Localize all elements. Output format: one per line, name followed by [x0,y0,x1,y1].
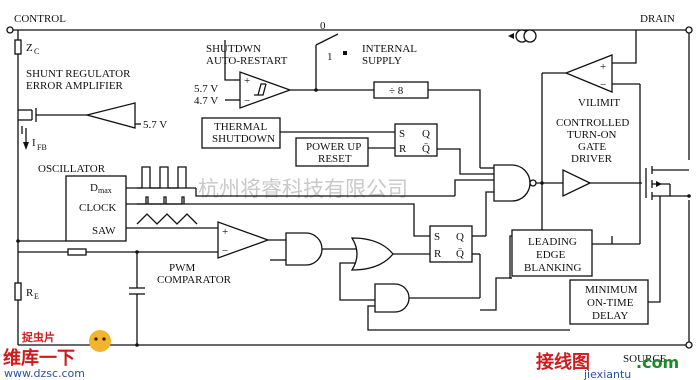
thermal-shutdown-block: THERMAL SHUTDOWN [201,117,395,149]
svg-text:R: R [399,143,407,155]
error-amplifier: 5.7 V [18,102,167,134]
oscillator-block: D max CLOCK SAW [18,175,127,242]
svg-text:Q: Q [422,128,430,140]
svg-text:SAW: SAW [92,225,116,237]
svg-text:POWER UP: POWER UP [306,141,361,153]
svg-text:BLANKING: BLANKING [524,262,581,274]
saw-waveform [136,213,198,225]
watermark-company: 杭州将睿科技有限公司 [198,177,408,201]
svg-text:max: max [98,186,112,195]
svg-text:R: R [26,287,34,299]
svg-text:Q̄: Q̄ [456,248,464,260]
svg-text:5.7 V: 5.7 V [143,119,167,131]
hysteresis-comparator: + − [224,40,374,109]
v47-label: 4.7 V [194,95,218,107]
drain-rail [340,26,693,160]
svg-text:ON-TIME: ON-TIME [587,297,634,309]
divide-by-8-block: ÷ 8 [373,81,481,160]
svg-text:E: E [34,292,39,301]
svg-text:LEADING: LEADING [528,236,577,248]
svg-text:S: S [434,231,440,243]
supply-switch: 0 1 [314,20,347,92]
capacitor [129,252,145,345]
power-up-reset-block: POWER UP RESET [295,137,395,167]
svg-text:CLOCK: CLOCK [79,202,116,214]
internal-supply-2: SUPPLY [362,55,402,67]
ff-q-to-nand [485,191,494,236]
svg-text:+: + [244,75,250,87]
svg-text:Q: Q [456,231,464,243]
svg-text:C: C [34,47,39,56]
svg-text:MINIMUM: MINIMUM [585,284,638,296]
pwm-label-2: COMPARATOR [157,274,232,286]
jiexiantu-logo-watermark: 接线图 .com jiexiantu [536,351,679,380]
zc-element: Z C [14,39,39,56]
and-gate-min-on [367,283,570,331]
power-mosfet [611,84,689,245]
svg-text:0: 0 [320,20,326,32]
svg-text:D: D [90,182,98,194]
shutdown-label-1: SHUTDWN [206,43,261,55]
svg-text:jiexiantu: jiexiantu [583,368,631,380]
gate-driver-label-2: TURN-ON [567,129,617,141]
clock-waveform [137,196,185,205]
re-resistor: R E [14,282,39,301]
control-label: CONTROL [14,13,66,25]
current-source-icon [508,29,537,43]
sr-flipflop-pwm: S R Q Q̄ [429,225,486,263]
gate-driver-label-3: GATE [578,141,606,153]
gate-driver-buffer [562,168,642,198]
dzsc-logo-watermark: 捉虫片 维库一下 www.dzsc.com [3,330,111,380]
svg-text:THERMAL: THERMAL [214,121,267,133]
sr-flipflop-shutdown: S R Q Q̄ [394,123,494,175]
shutdown-label-2: AUTO-RESTART [206,55,288,67]
dmax-waveform [137,166,187,189]
leading-edge-blanking-block: LEADING EDGE BLANKING [480,229,612,311]
svg-text:SHUTDOWN: SHUTDOWN [212,133,275,145]
svg-text:EDGE: EDGE [536,249,566,261]
svg-text:S: S [399,128,405,140]
pwm-comparator: + − [126,221,286,259]
svg-text:÷ 8: ÷ 8 [389,85,404,97]
gate-driver-label-1: CONTROLLED [556,117,629,129]
svg-text:FB: FB [37,143,47,152]
v57-label: 5.7 V [194,83,218,95]
svg-text:I: I [32,137,36,149]
source-label: SOURCE [623,353,667,365]
svg-text:RESET: RESET [318,153,352,165]
svg-text:Q̄: Q̄ [422,143,430,155]
svg-text:DELAY: DELAY [592,310,628,322]
shunt-label-1: SHUNT REGULATOR [26,68,131,80]
source-rail [18,200,693,349]
minimum-on-time-delay-block: MINIMUM ON-TIME DELAY [569,196,661,325]
svg-text:−: − [600,79,606,91]
shunt-label-2: ERROR AMPLIFIER [26,80,124,92]
svg-text:+: + [222,226,228,238]
pwm-label-1: PWM [169,262,196,274]
svg-text:−: − [244,95,250,107]
gate-driver-label-4: DRIVER [571,153,613,165]
vilimit-label: VILIMIT [578,97,620,109]
ifb-arrow: I FB [23,128,47,152]
svg-text:1: 1 [327,51,333,63]
and-gate-pwm [270,232,356,266]
svg-text:.com: .com [636,353,679,372]
drain-label: DRAIN [640,13,675,25]
clock-line [126,203,430,237]
svg-text:www.dzsc.com: www.dzsc.com [4,367,85,380]
svg-text:捉虫片: 捉虫片 [22,330,55,344]
oscillator-label: OSCILLATOR [38,163,106,175]
svg-text:维库一下: 维库一下 [3,347,75,369]
svg-text:R: R [434,248,442,260]
svg-text:接线图: 接线图 [536,351,590,373]
saw-resistor [18,248,218,256]
svg-text:+: + [600,61,606,73]
svg-text:Z: Z [26,42,33,54]
svg-text:−: − [222,245,228,257]
internal-supply-1: INTERNAL [362,43,417,55]
or-gate [339,237,430,301]
nand-gate [479,160,563,202]
